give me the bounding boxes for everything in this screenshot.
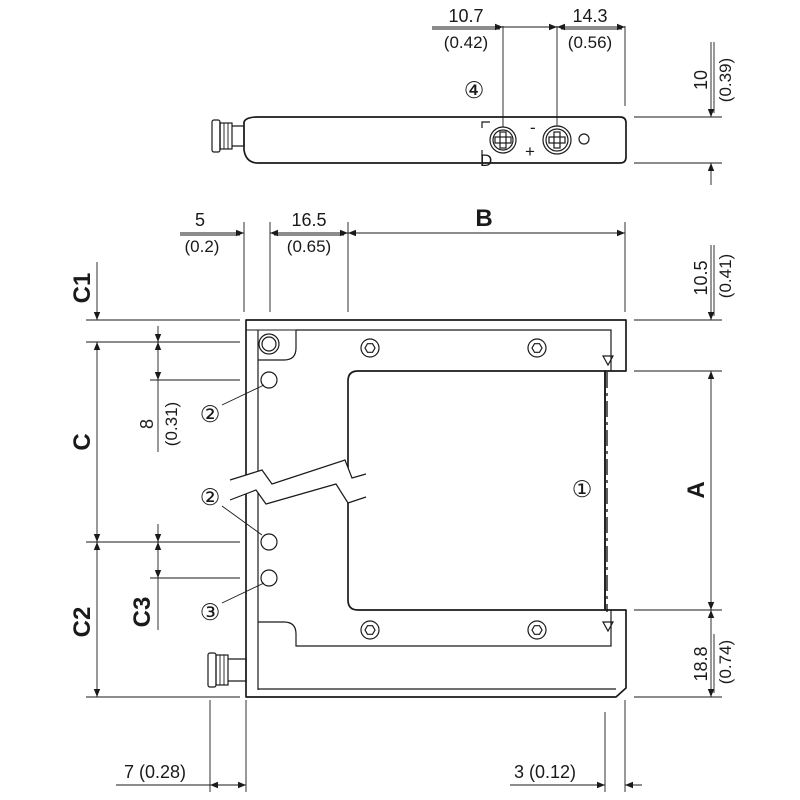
dim-0-74: (0.74) <box>716 640 735 684</box>
top-housing <box>243 116 627 164</box>
mounting-hole <box>258 333 280 355</box>
dim-14-3: 14.3 <box>572 6 607 26</box>
dim-7: 7 (0.28) <box>124 762 186 782</box>
dim-c1: C1 <box>69 273 96 304</box>
callout-2-lower: ② <box>200 484 221 510</box>
dim-0-56: (0.56) <box>568 33 612 52</box>
dim-10: 10 <box>691 70 711 90</box>
front-connector-icon <box>207 652 247 688</box>
potentiometer-icon <box>489 126 517 154</box>
screw-icon <box>527 338 547 358</box>
screw-icon <box>360 620 380 640</box>
fork-slot <box>347 370 606 611</box>
dim-3: 3 (0.12) <box>514 762 576 782</box>
dim-10-7: 10.7 <box>448 6 483 26</box>
dim-a: A <box>683 481 710 498</box>
dim-18-8: 18.8 <box>691 646 711 681</box>
emitter-mark <box>601 355 615 367</box>
callout-3: ③ <box>200 599 221 625</box>
callout-2-upper: ② <box>200 401 221 427</box>
dim-c2: C2 <box>69 607 96 638</box>
screw-icon <box>360 338 380 358</box>
callout-4: ④ <box>464 77 485 103</box>
mounting-hole <box>260 533 278 551</box>
mounting-hole <box>260 371 278 389</box>
dim-8: 8 <box>137 419 157 429</box>
top-view: - + D 10.7 (0.42) 14.3 (0.56) 10 (0.39) … <box>211 6 735 185</box>
panel-mark-minus: - <box>530 118 536 137</box>
dim-0-31: (0.31) <box>162 402 181 446</box>
fork-housing <box>245 319 627 698</box>
dim-c3: C3 <box>129 597 156 628</box>
dim-16-5: 16.5 <box>291 210 326 230</box>
indicator-led <box>578 133 590 145</box>
dim-0-2: (0.2) <box>185 237 220 256</box>
mounting-hole <box>261 336 277 352</box>
panel-mark-plus: + <box>525 142 535 161</box>
receiver-mark <box>601 621 615 633</box>
break-line <box>229 459 367 485</box>
callout-1: ① <box>572 476 593 502</box>
teach-button-icon <box>542 125 572 155</box>
panel-mark-d: D <box>480 151 492 170</box>
dim-0-65: (0.65) <box>287 237 331 256</box>
dim-0-41: (0.41) <box>716 254 735 298</box>
dim-0-39: (0.39) <box>716 58 735 102</box>
mounting-hole <box>260 569 278 587</box>
dim-c: C <box>69 433 96 450</box>
dim-0-42: (0.42) <box>444 33 488 52</box>
dim-10-5: 10.5 <box>691 260 711 295</box>
screw-icon <box>527 620 547 640</box>
dim-5: 5 <box>195 210 205 230</box>
top-connector-icon <box>211 119 245 153</box>
dim-b: B <box>475 205 492 232</box>
front-view: 5 (0.2) 16.5 (0.65) B 10.5 (0.41) A 18.8… <box>69 205 735 792</box>
